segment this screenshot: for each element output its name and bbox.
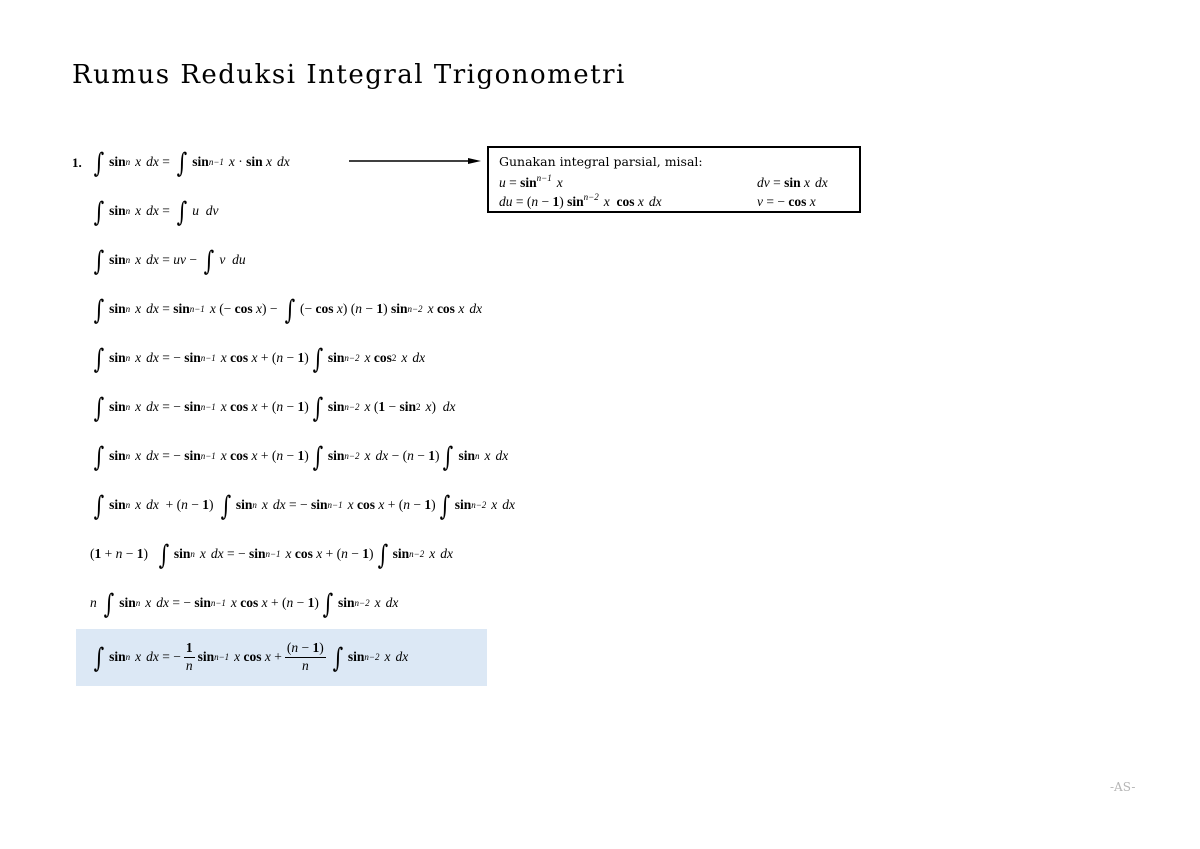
page-title: Rumus Reduksi Integral Trigonometri	[72, 60, 626, 90]
hint-caption: Gunakan integral parsial, misal:	[499, 154, 703, 169]
item-number: 1.	[72, 155, 82, 170]
hint-v: v = − cos x	[757, 194, 816, 209]
arrow-icon	[349, 158, 481, 164]
result-highlight	[76, 629, 487, 686]
footer-signature: -AS-	[1110, 780, 1136, 794]
partial-integration-box: Gunakan integral parsial, misal: u = sin…	[487, 146, 861, 213]
